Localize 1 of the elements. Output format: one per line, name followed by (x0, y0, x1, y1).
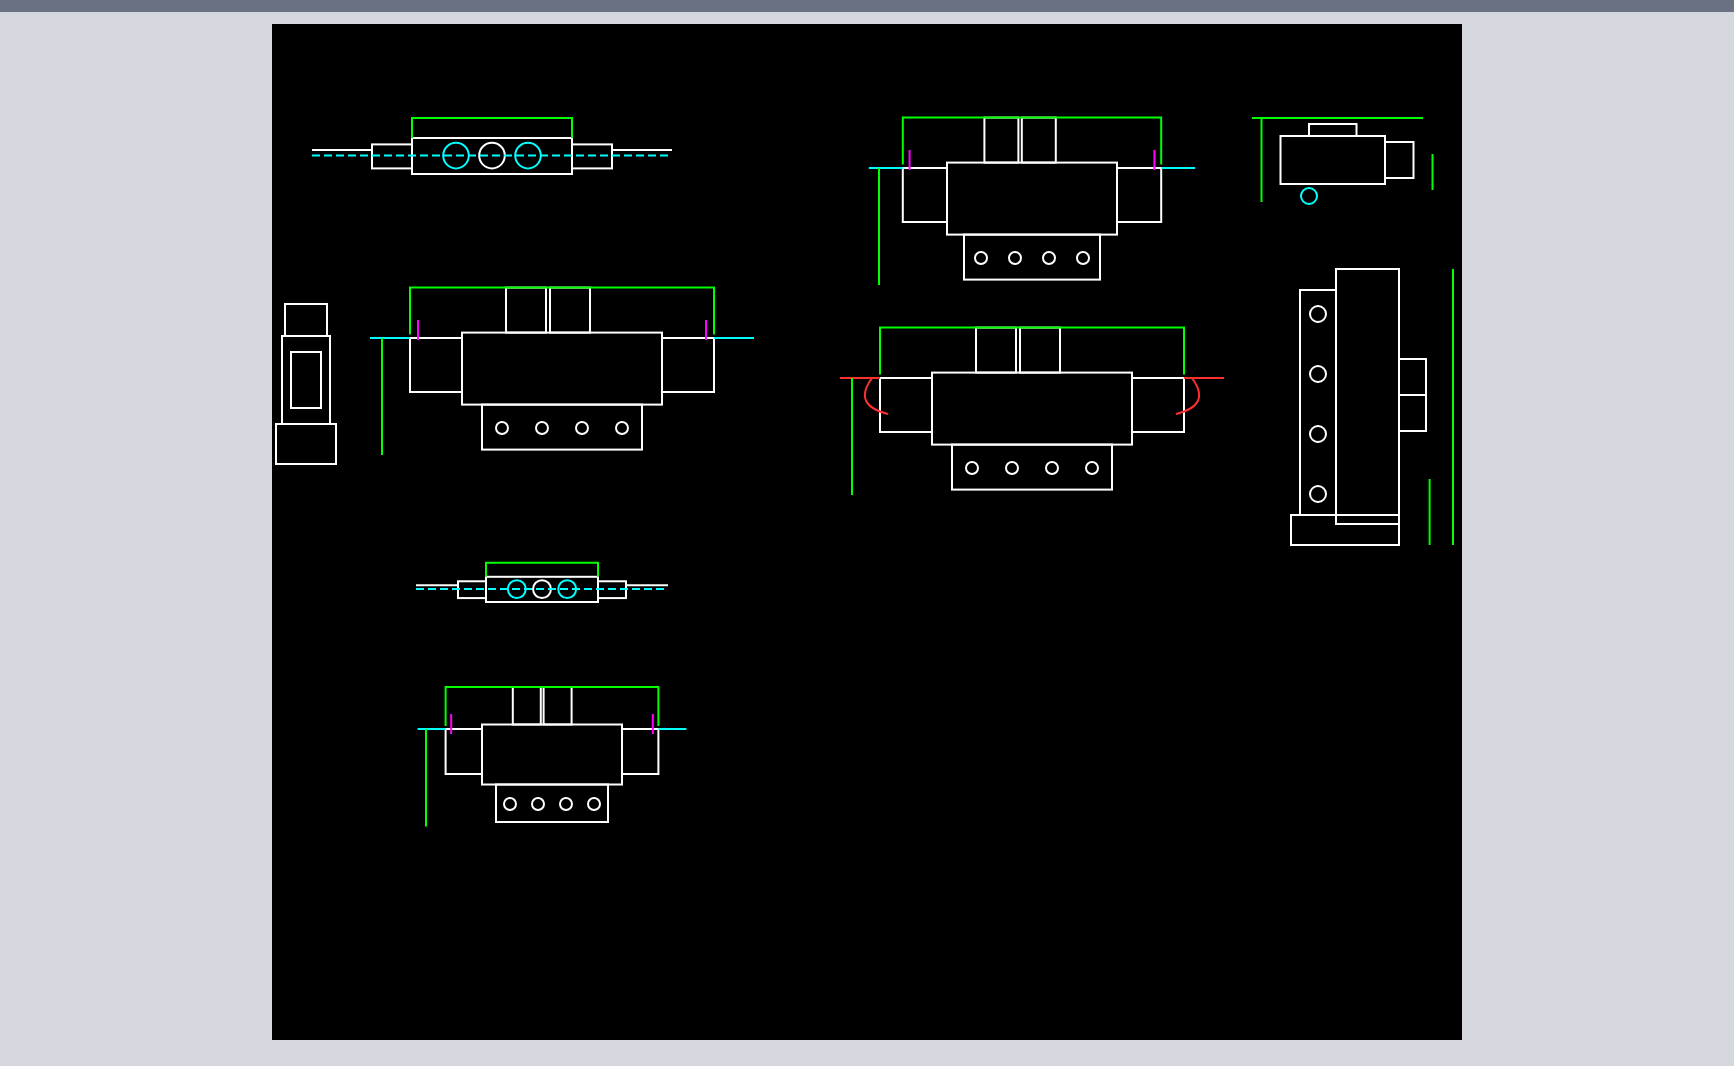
valve-drawing (276, 304, 336, 464)
